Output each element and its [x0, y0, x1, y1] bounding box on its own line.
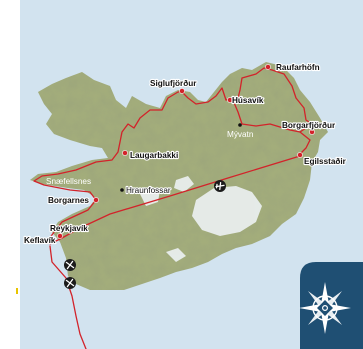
dot-hraunfossar — [120, 188, 124, 192]
airplane-icon — [64, 259, 76, 271]
label-snaefellsnes: Snæfellsnes — [46, 177, 91, 186]
dot-borgarnes — [93, 197, 99, 203]
dot-reykjavik — [57, 233, 63, 239]
edge-mark — [16, 288, 18, 294]
dot-siglufjordur — [179, 88, 185, 94]
flight-line-south — [49, 245, 87, 349]
compass-badge — [299, 262, 363, 349]
label-husavik: Húsavík — [232, 96, 264, 105]
label-siglufjordur: Siglufjörður — [150, 78, 197, 88]
glaciers — [140, 176, 262, 262]
label-reykjavik: Reykjavík — [50, 224, 88, 233]
dot-husavik — [227, 97, 233, 103]
dot-borgarfjordur — [309, 129, 315, 135]
poi-dots — [120, 123, 242, 192]
dot-egilsstadir — [297, 152, 303, 158]
dot-keflavik — [45, 238, 51, 244]
place-dots — [45, 64, 315, 244]
label-borgarfjordur: Borgarfjörður — [282, 120, 336, 130]
airplane-icon — [64, 277, 76, 289]
dot-raufarhofn — [265, 64, 271, 70]
label-egilsstadir: Egilsstaðir — [304, 156, 347, 166]
compass-rose-icon — [299, 282, 351, 334]
hofsjokull-glacier — [174, 176, 194, 192]
north-loop-line — [231, 97, 301, 133]
label-raufarhofn: Raufarhöfn — [276, 63, 320, 72]
vatnajokull-glacier — [192, 186, 262, 236]
dot-myvatn — [238, 123, 242, 127]
airplane-icon — [214, 180, 226, 192]
label-myvatn: Mývatn — [227, 130, 254, 139]
label-borgarnes: Borgarnes — [48, 196, 89, 205]
label-laugarbakki: Laugarbakki — [130, 151, 178, 160]
myrdalsjokull-glacier — [166, 248, 186, 262]
label-keflavik: Keflavík — [24, 236, 56, 245]
label-hraunfossar: Hraunfossar — [126, 186, 171, 195]
place-labels: Raufarhöfn Siglufjörður Húsavík Mývatn B… — [23, 62, 348, 246]
dot-laugarbakki — [122, 150, 128, 156]
